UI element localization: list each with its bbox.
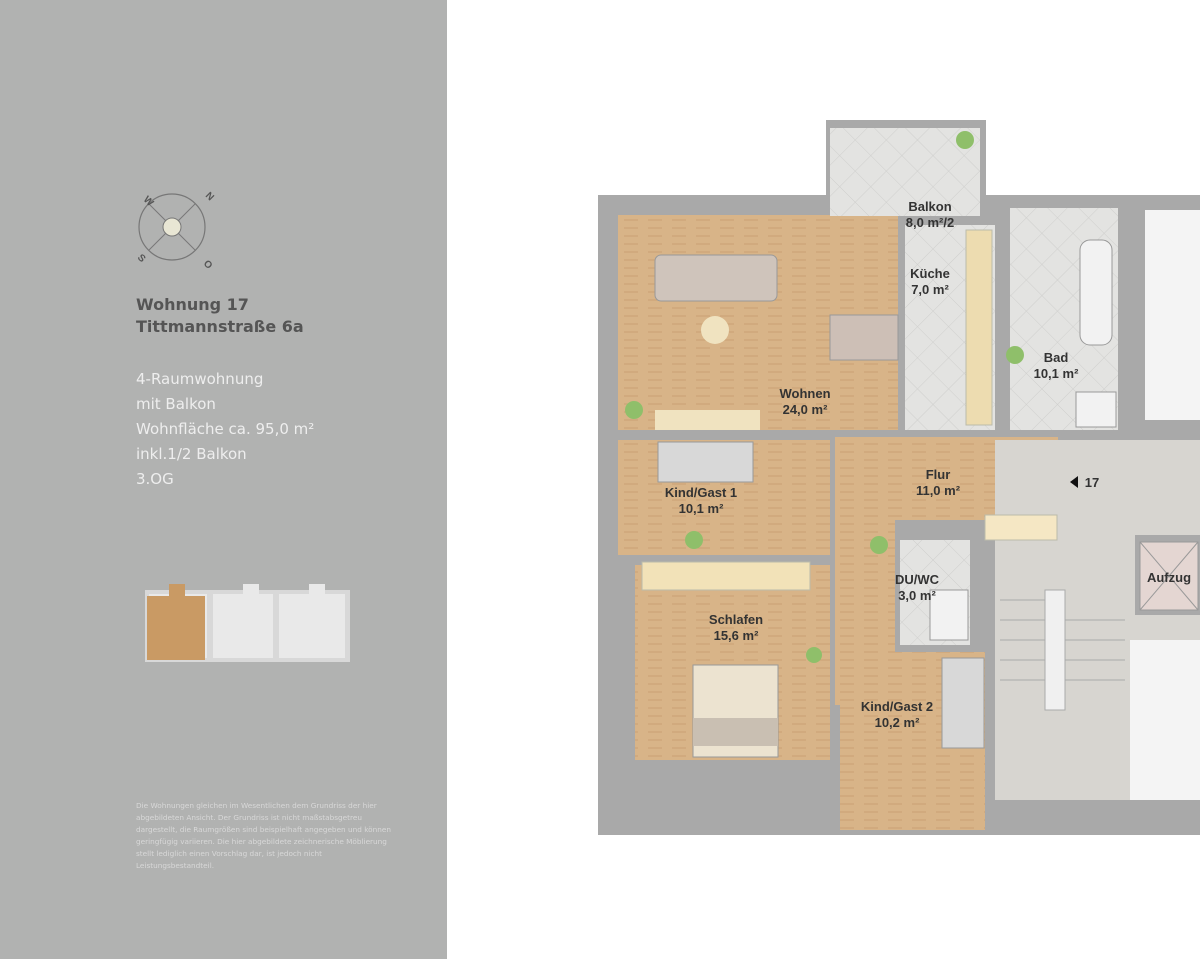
sofa xyxy=(654,254,778,302)
room-label-kind-gast-1: Kind/Gast 110,1 m² xyxy=(665,485,737,516)
svg-text:10,2 m²: 10,2 m² xyxy=(875,715,920,730)
bed-kind-2 xyxy=(941,657,985,749)
svg-text:Kind/Gast 2: Kind/Gast 2 xyxy=(861,699,933,714)
svg-text:Flur: Flur xyxy=(926,467,951,482)
shower xyxy=(1075,391,1117,428)
room-label-du-wc: DU/WC3,0 m² xyxy=(895,572,940,603)
detail-rooms: 4-Raumwohnung xyxy=(136,370,264,388)
svg-text:Wohnen: Wohnen xyxy=(779,386,830,401)
svg-text:24,0 m²: 24,0 m² xyxy=(783,402,828,417)
room-balkon xyxy=(830,128,980,216)
detail-floor: 3.OG xyxy=(136,470,174,488)
kitchen-counter xyxy=(965,229,993,426)
svg-text:Balkon: Balkon xyxy=(908,199,951,214)
dining-table xyxy=(829,314,899,361)
shoe-cabinet xyxy=(984,514,1058,541)
bathtub xyxy=(1079,239,1113,346)
svg-text:Kind/Gast 1: Kind/Gast 1 xyxy=(665,485,737,500)
sidebar: W N S O Wohnung 17 Tittmannstraße 6a 4-R… xyxy=(0,0,447,959)
entrance-arrow-icon xyxy=(1070,476,1078,488)
svg-text:10,1 m²: 10,1 m² xyxy=(1034,366,1079,381)
building-minimap xyxy=(145,584,350,662)
svg-text:7,0 m²: 7,0 m² xyxy=(911,282,949,297)
disclaimer: Die Wohnungen gleichen im Wesentlichen d… xyxy=(136,801,391,870)
svg-text:11,0 m²: 11,0 m² xyxy=(916,483,961,498)
room-label-kind-gast-2: Kind/Gast 210,2 m² xyxy=(861,699,933,730)
wardrobe xyxy=(641,561,811,591)
staircase xyxy=(1000,589,1125,711)
detail-balcony: mit Balkon xyxy=(136,395,216,413)
elevator-label: Aufzug xyxy=(1147,570,1191,585)
svg-text:DU/WC: DU/WC xyxy=(895,572,940,587)
coffee-table xyxy=(701,316,729,344)
svg-text:Schlafen: Schlafen xyxy=(709,612,763,627)
svg-text:15,6 m²: 15,6 m² xyxy=(714,628,759,643)
apartment-details: 4-Raumwohnung mit Balkon Wohnfläche ca. … xyxy=(136,367,314,492)
detail-incl: inkl.1/2 Balkon xyxy=(136,445,247,463)
entrance-label: 17 xyxy=(1085,475,1099,490)
svg-text:Küche: Küche xyxy=(910,266,950,281)
plant-icons xyxy=(625,131,1024,663)
svg-text:8,0 m²/2: 8,0 m²/2 xyxy=(906,215,954,230)
compass-icon: W N S O xyxy=(135,190,216,271)
svg-text:Bad: Bad xyxy=(1044,350,1069,365)
svg-text:10,1 m²: 10,1 m² xyxy=(679,501,724,516)
detail-area: Wohnfläche ca. 95,0 m² xyxy=(136,420,315,438)
sideboard xyxy=(655,410,760,430)
address: Tittmannstraße 6a xyxy=(136,317,304,336)
bed-kind-1 xyxy=(657,441,754,483)
svg-text:3,0 m²: 3,0 m² xyxy=(898,588,936,603)
apartment-title: Wohnung 17 xyxy=(136,295,249,314)
